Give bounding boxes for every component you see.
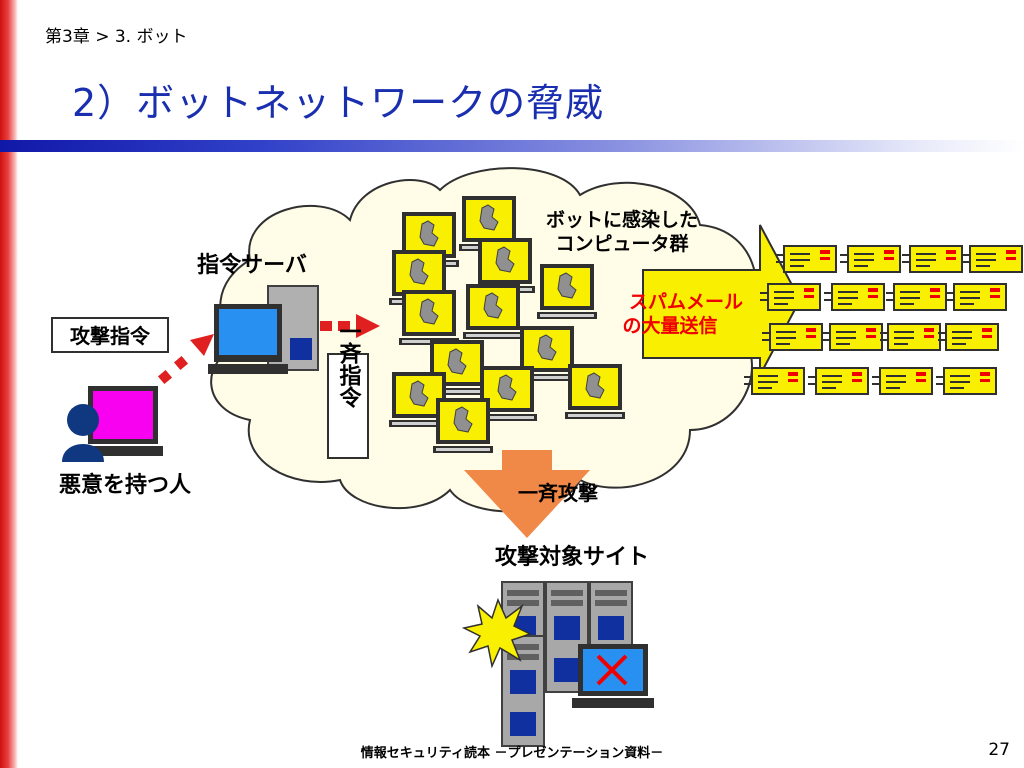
simultaneous-attack-label: 一斉攻撃 <box>518 481 598 505</box>
footer-text: 情報セキュリティ読本 －プレゼンテーション資料－ <box>360 746 664 761</box>
attack-command-label: 攻撃指令 <box>70 324 151 348</box>
command-server-label: 指令サーバ <box>197 252 307 278</box>
simultaneous-attack-arrow <box>464 450 590 538</box>
malicious-person-label: 悪意を持つ人 <box>59 472 191 498</box>
explosion-icon <box>461 597 532 669</box>
infected-computers-label-line2: コンピュータ群 <box>555 232 688 255</box>
infected-computers-label-line1: ボットに感染した <box>546 208 698 231</box>
attack-arrow-2 <box>320 314 380 338</box>
page-title: 2）ボットネットワークの脅威 <box>72 81 605 125</box>
spam-label-line1: スパムメール <box>629 291 743 313</box>
simultaneous-command-label: 一斉指令 <box>336 320 362 409</box>
target-site-label: 攻撃対象サイト <box>495 544 649 570</box>
command-server-computer <box>208 285 319 374</box>
spam-label-line2: の大量送信 <box>622 314 717 337</box>
malicious-person-icon <box>62 404 104 462</box>
page-number: 27 <box>988 740 1010 760</box>
target-monitor-with-x <box>572 644 654 708</box>
attacker-computer <box>85 386 163 456</box>
left-accent-bar <box>0 0 18 768</box>
breadcrumb: 第3章 > 3. ボット <box>45 27 188 47</box>
attack-arrow-1 <box>157 334 214 385</box>
title-underline <box>0 140 1024 152</box>
